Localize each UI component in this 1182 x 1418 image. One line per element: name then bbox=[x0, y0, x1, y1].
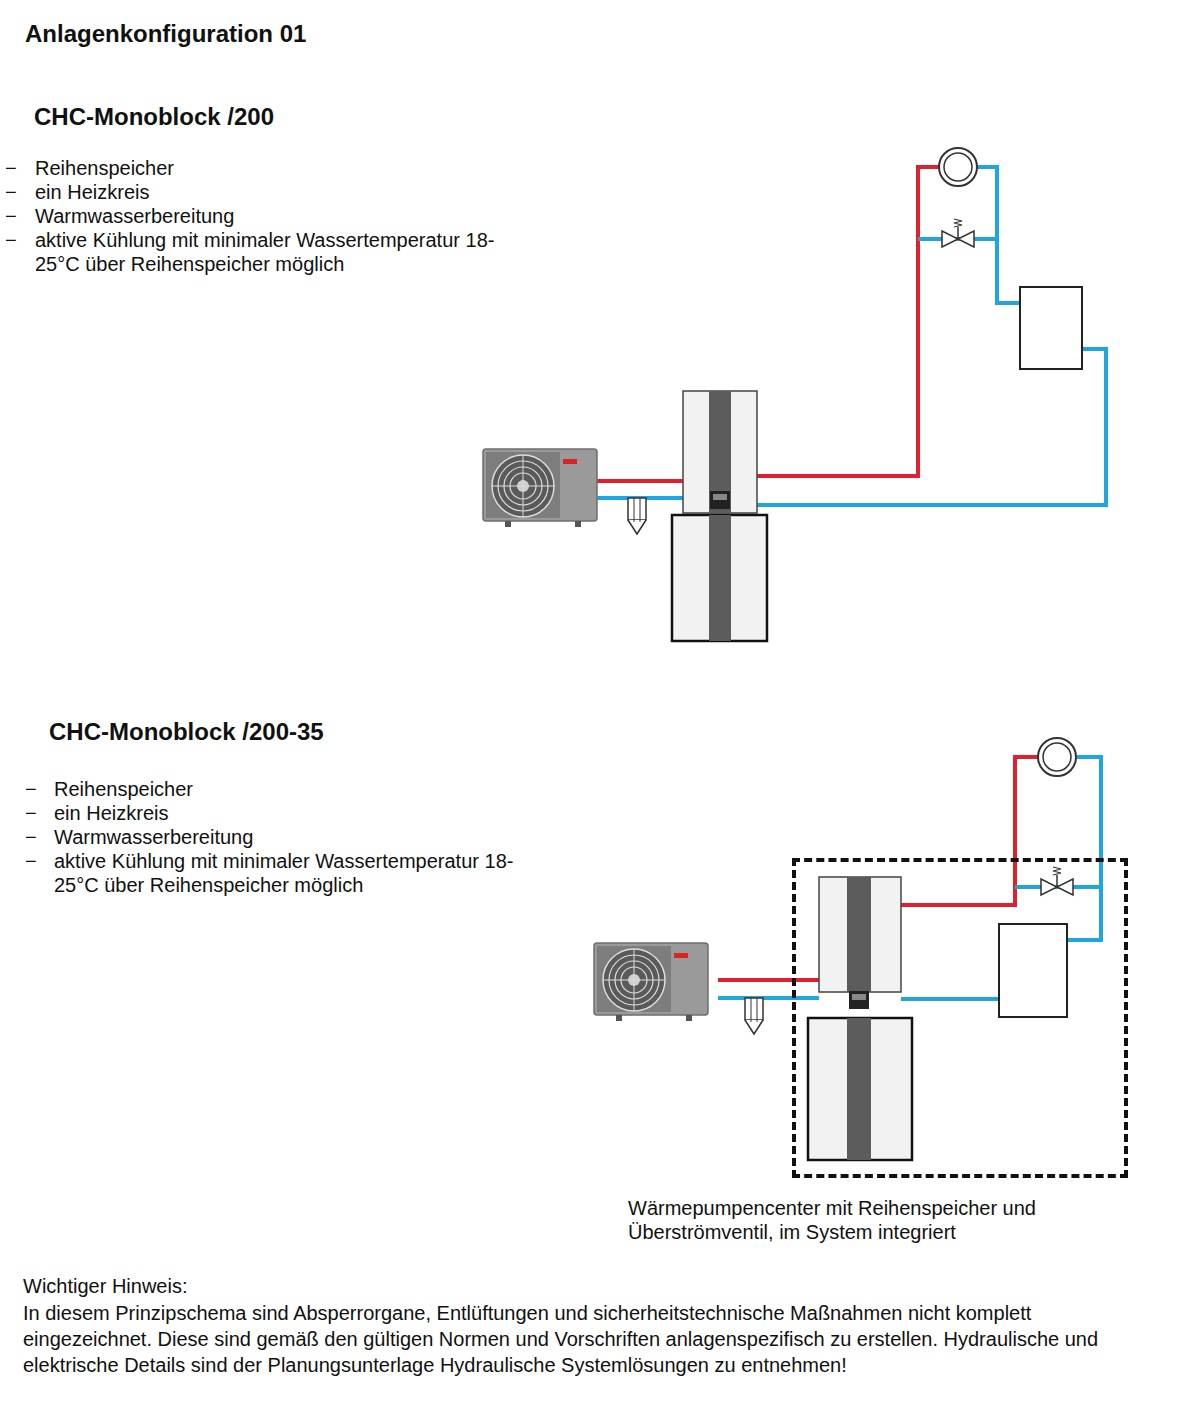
bullet-text: aktive Kühlung mit minimaler Wassertempe… bbox=[35, 228, 525, 276]
bullet-dash: − bbox=[25, 849, 37, 873]
bullet-text: ein Heizkreis bbox=[54, 801, 554, 825]
bullet-text: Warmwasserbereitung bbox=[54, 825, 554, 849]
bullet-dash: − bbox=[25, 825, 37, 849]
bullet-text: Reihenspeicher bbox=[54, 777, 554, 801]
bullet-dash: − bbox=[5, 180, 17, 204]
page-title: Anlagenkonfiguration 01 bbox=[25, 20, 306, 48]
system-boundary: Wärmepumpencenter mit Reihenspeicher und… bbox=[792, 858, 1128, 1178]
bullet-dash: − bbox=[25, 801, 37, 825]
bullet-text: ein Heizkreis bbox=[35, 180, 535, 204]
bullet-dash: − bbox=[5, 228, 17, 252]
section-heading: CHC-Monoblock /200-35 bbox=[49, 718, 324, 746]
bullet-text: aktive Kühlung mit minimaler Wassertempe… bbox=[54, 849, 544, 897]
boundary-caption: Wärmepumpencenter mit Reihenspeicher und… bbox=[628, 1196, 1048, 1244]
bullet-text: Reihenspeicher bbox=[35, 156, 535, 180]
note-heading: Wichtiger Hinweis: bbox=[23, 1274, 187, 1298]
bullet-dash: − bbox=[5, 204, 17, 228]
note-text: In diesem Prinzipschema sind Absperrorga… bbox=[23, 1300, 1153, 1378]
bullet-dash: − bbox=[25, 777, 37, 801]
bullet-text: Warmwasserbereitung bbox=[35, 204, 535, 228]
bullet-dash: − bbox=[5, 156, 17, 180]
section-heading: CHC-Monoblock /200 bbox=[34, 103, 274, 131]
